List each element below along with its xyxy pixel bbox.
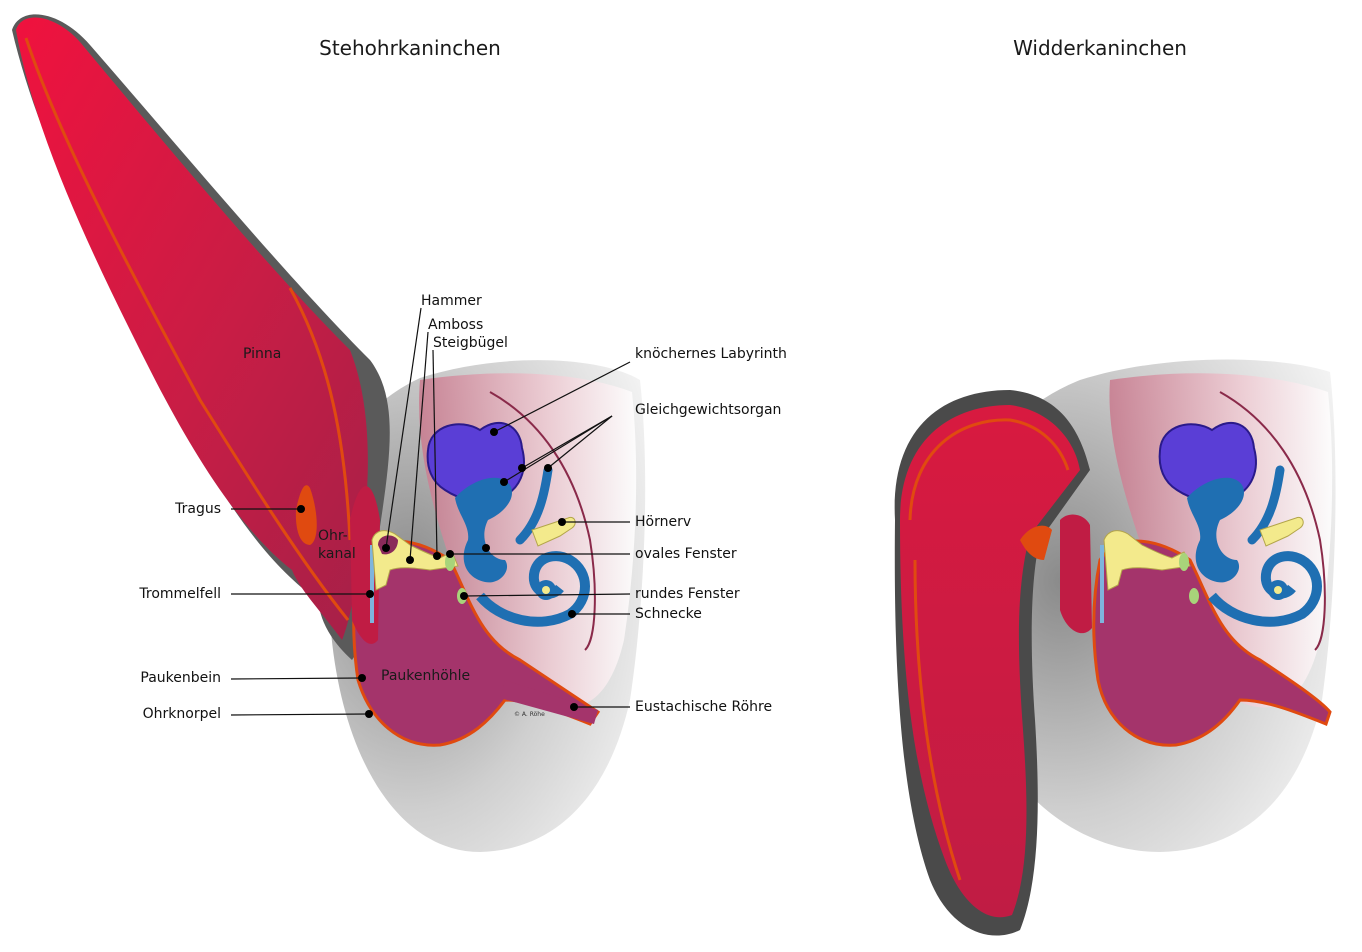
label-pinna: Pinna bbox=[243, 346, 281, 362]
dot-tragus bbox=[297, 505, 305, 513]
dot-hammer bbox=[382, 544, 390, 552]
dot-gleichgewicht-1 bbox=[500, 478, 508, 486]
dot-steigbuegel bbox=[433, 552, 441, 560]
label-hammer: Hammer bbox=[421, 293, 482, 309]
label-hoernerv: Hörnerv bbox=[635, 514, 691, 530]
round-window-right bbox=[1189, 588, 1199, 604]
label-ohrkanal-2: kanal bbox=[318, 546, 356, 562]
label-schnecke: Schnecke bbox=[635, 606, 702, 622]
label-ovales-fenster: ovales Fenster bbox=[635, 546, 737, 562]
label-steigbuegel: Steigbügel bbox=[433, 335, 508, 351]
label-copyright: © A. Röhe bbox=[514, 711, 545, 718]
dot-vestibule bbox=[482, 544, 490, 552]
label-gleichgewicht: Gleichgewichtsorgan bbox=[635, 402, 781, 418]
ear-canal-right bbox=[1060, 515, 1092, 634]
eardrum-right bbox=[1100, 545, 1104, 623]
dot-labyrinth bbox=[490, 428, 498, 436]
dot-ovales-fenster bbox=[446, 550, 454, 558]
title-left: Stehohrkaninchen bbox=[319, 36, 501, 60]
label-labyrinth: knöchernes Labyrinth bbox=[635, 346, 787, 362]
label-ohrkanal-1: Ohr- bbox=[318, 528, 348, 544]
dot-hoernerv bbox=[558, 518, 566, 526]
dot-rundes-fenster bbox=[460, 592, 468, 600]
label-rundes-fenster: rundes Fenster bbox=[635, 586, 740, 602]
label-paukenhoehle: Paukenhöhle bbox=[381, 668, 470, 684]
label-ohrknorpel: Ohrknorpel bbox=[143, 706, 221, 722]
dot-eustachische bbox=[570, 703, 578, 711]
dot-gleichgewicht-3 bbox=[544, 464, 552, 472]
dot-amboss bbox=[406, 556, 414, 564]
label-trommelfell: Trommelfell bbox=[138, 586, 221, 602]
dot-schnecke bbox=[568, 610, 576, 618]
pinna-left bbox=[16, 18, 368, 641]
label-paukenbein: Paukenbein bbox=[140, 670, 221, 686]
oval-window-right bbox=[1179, 553, 1189, 571]
dot-trommelfell bbox=[366, 590, 374, 598]
label-tragus: Tragus bbox=[174, 501, 221, 517]
label-eustachische: Eustachische Röhre bbox=[635, 699, 772, 715]
title-right: Widderkaninchen bbox=[1013, 36, 1187, 60]
widder-figure bbox=[895, 359, 1336, 935]
stehohr-figure bbox=[12, 14, 645, 852]
label-amboss: Amboss bbox=[428, 317, 483, 333]
dot-gleichgewicht-2 bbox=[518, 464, 526, 472]
dot-ohrknorpel bbox=[365, 710, 373, 718]
dot-paukenbein bbox=[358, 674, 366, 682]
